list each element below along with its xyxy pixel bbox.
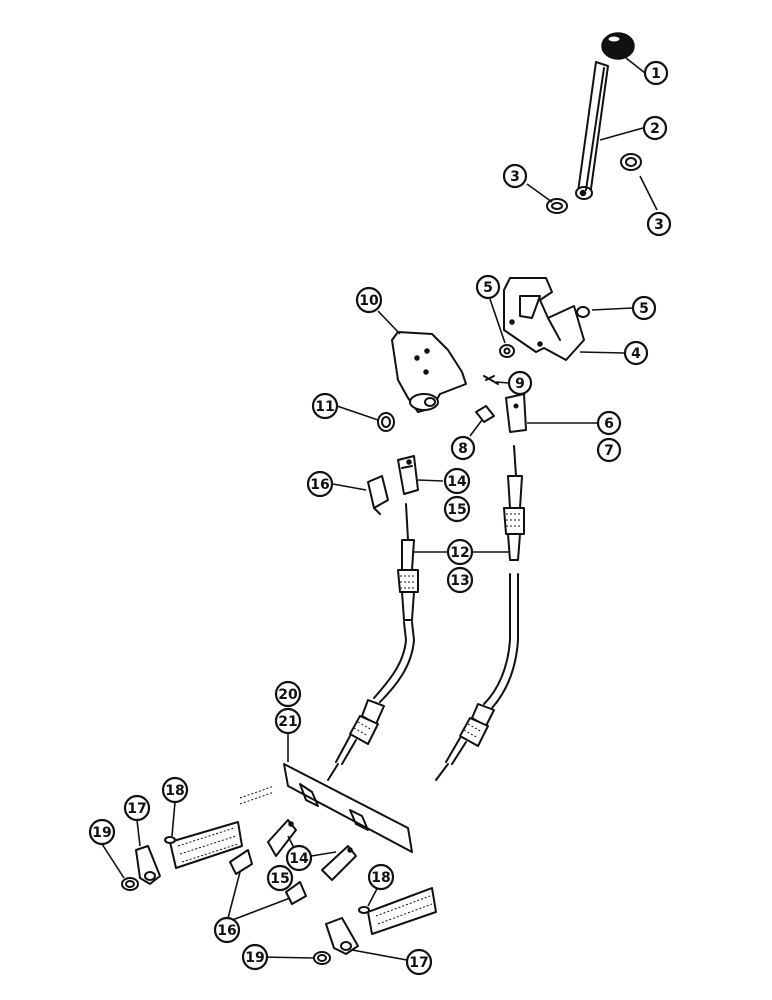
callout-7: 7 <box>596 437 622 463</box>
callout-6: 6 <box>596 410 622 436</box>
callout-15-lower: 15 <box>266 864 294 892</box>
callout-16-upper: 16 <box>306 470 334 498</box>
callout-15-lower-label: 15 <box>270 871 289 887</box>
callout-19-right-label: 19 <box>245 950 264 966</box>
mounting-bracket-part <box>283 763 413 853</box>
callout-3-right: 3 <box>646 211 672 237</box>
callout-1: 1 <box>643 60 669 86</box>
callout-9: 9 <box>507 370 533 396</box>
callout-16-lower: 16 <box>213 916 241 944</box>
nut-right-part <box>576 306 590 318</box>
callout-8-label: 8 <box>458 441 468 457</box>
clip-ring-lower-right-part <box>313 951 331 965</box>
spring-middle-part <box>239 785 275 805</box>
clevis-lower-a-part <box>267 819 297 857</box>
callout-11: 11 <box>311 392 339 420</box>
callout-12: 12 <box>446 538 474 566</box>
callout-5-right-label: 5 <box>639 301 649 317</box>
callout-4-label: 4 <box>631 346 641 362</box>
callout-4: 4 <box>623 340 649 366</box>
control-lever-part <box>575 61 609 200</box>
callout-14-upper-label: 14 <box>447 474 467 490</box>
key-lower-left-part <box>164 836 176 844</box>
callout-15-upper-label: 15 <box>447 502 466 518</box>
callout-16-upper-label: 16 <box>310 477 329 493</box>
callout-2: 2 <box>642 115 668 141</box>
cable-block-part <box>505 393 527 433</box>
callout-17-left-label: 17 <box>127 801 146 817</box>
callout-20-label: 20 <box>278 687 298 703</box>
callout-21: 21 <box>274 707 302 735</box>
arm-lower-left-part <box>135 845 161 885</box>
callout-19-left-label: 19 <box>92 825 111 841</box>
gate-bracket-part <box>503 277 585 361</box>
callout-7-label: 7 <box>604 443 614 459</box>
callout-10: 10 <box>355 286 383 314</box>
callout-10-label: 10 <box>359 293 379 309</box>
callout-21-label: 21 <box>278 714 297 730</box>
clip-lower-b-part <box>285 881 307 905</box>
clevis-upper-part <box>397 455 419 495</box>
bushing-left-part <box>546 198 568 214</box>
quadrant-plate-part <box>391 331 467 413</box>
callout-3-right-label: 3 <box>654 217 664 233</box>
callout-1-label: 1 <box>651 66 661 82</box>
callout-19-right: 19 <box>241 943 269 971</box>
callout-5-right: 5 <box>631 295 657 321</box>
callout-9-label: 9 <box>515 376 525 392</box>
clip-ring-lower-left-part <box>121 877 139 891</box>
callout-18-right: 18 <box>367 863 395 891</box>
shaft-lower-right-part <box>367 887 437 935</box>
callout-18-left: 18 <box>161 776 189 804</box>
callout-20: 20 <box>274 680 302 708</box>
clip-upper-part <box>367 475 389 515</box>
callout-12-label: 12 <box>450 545 469 561</box>
shaft-lower-left-part <box>169 821 243 869</box>
callout-18-right-label: 18 <box>371 870 390 886</box>
clip-lower-a-part <box>229 849 253 875</box>
callout-8: 8 <box>450 435 476 461</box>
cable-right-part <box>435 445 525 781</box>
callout-6-label: 6 <box>604 416 614 432</box>
callout-17-right-label: 17 <box>409 955 428 971</box>
callout-2-label: 2 <box>650 121 660 137</box>
callout-3-left-label: 3 <box>510 169 520 185</box>
arm-lower-right-part <box>325 917 359 955</box>
nut-left-part <box>499 344 515 358</box>
callout-3-left: 3 <box>502 163 528 189</box>
callout-13: 13 <box>446 566 474 594</box>
callout-14-upper: 14 <box>443 467 471 495</box>
lever-knob-part <box>601 32 635 60</box>
bushing-right-part <box>620 153 642 171</box>
clevis-lower-b-part <box>321 845 357 881</box>
callout-17-right: 17 <box>405 948 433 976</box>
spacer-bushing-part <box>377 412 395 432</box>
callout-13-label: 13 <box>450 573 469 589</box>
callout-17-left: 17 <box>123 794 151 822</box>
callout-5-left: 5 <box>475 274 501 300</box>
callout-14-lower: 14 <box>285 844 313 872</box>
callout-15-upper: 15 <box>443 495 471 523</box>
key-lower-right-part <box>358 906 370 914</box>
callout-16-lower-label: 16 <box>217 923 236 939</box>
callout-5-left-label: 5 <box>483 280 493 296</box>
cable-left-part <box>327 503 419 781</box>
callout-11-label: 11 <box>315 399 334 415</box>
pivot-pin-part <box>475 405 495 423</box>
callout-19-left: 19 <box>88 818 116 846</box>
callout-18-left-label: 18 <box>165 783 184 799</box>
spring-pin-part <box>483 375 499 385</box>
callout-14-lower-label: 14 <box>289 851 309 867</box>
